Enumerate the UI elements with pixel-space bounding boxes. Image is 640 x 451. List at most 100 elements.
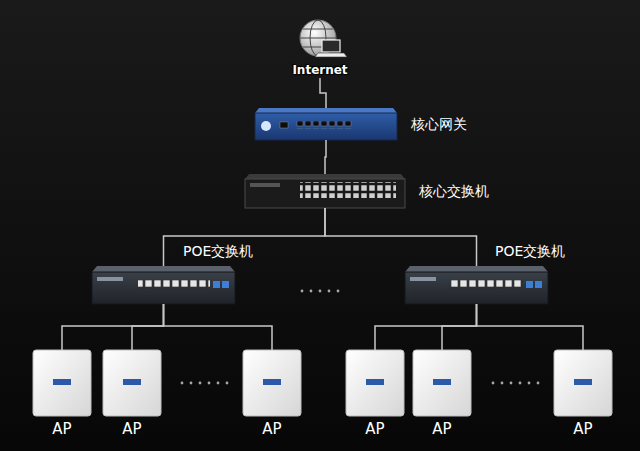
globe-equator — [300, 38, 336, 39]
device-badge — [410, 277, 436, 281]
dot — [181, 382, 184, 385]
port-row — [296, 121, 352, 129]
dot — [501, 382, 504, 385]
dot — [519, 382, 522, 385]
icon-space — [280, 18, 360, 62]
label-holder: AP — [413, 420, 471, 438]
device-front — [255, 113, 397, 140]
laptop-base — [315, 53, 347, 57]
ap-node: AP — [554, 350, 612, 416]
ap-label: AP — [243, 420, 301, 438]
ap-logo — [53, 379, 71, 385]
device-top — [245, 174, 405, 179]
dot — [190, 382, 193, 385]
ap-label: AP — [413, 420, 471, 438]
label-holder: AP — [554, 420, 612, 438]
dot — [537, 382, 540, 385]
ap-body — [554, 350, 612, 416]
dot — [217, 382, 220, 385]
dot — [319, 290, 322, 293]
network-link — [164, 208, 326, 266]
ap-label: AP — [103, 420, 161, 438]
device-label: POE交换机 — [183, 242, 253, 260]
poe-switch-node: POE交换机 — [92, 266, 235, 304]
core-switch-node: 核心交换机 — [245, 174, 405, 208]
ap-logo — [263, 379, 281, 385]
network-link — [62, 304, 164, 350]
network-link — [132, 304, 164, 350]
ap-body — [243, 350, 301, 416]
device-top — [405, 266, 548, 272]
internet-node: Internet — [280, 18, 360, 78]
ap-label: AP — [554, 420, 612, 438]
ap-device — [33, 350, 612, 416]
globe-icon — [300, 20, 347, 57]
label-holder: AP — [243, 420, 301, 438]
cloud-label: Internet — [280, 62, 360, 78]
port — [280, 122, 288, 128]
ap-node: AP — [413, 350, 471, 416]
ap-label: AP — [346, 420, 404, 438]
ap-body — [346, 350, 404, 416]
globe-parallel — [303, 29, 333, 30]
ap-logo — [366, 379, 384, 385]
dot — [199, 382, 202, 385]
label-holder: POE交换机 — [183, 242, 253, 260]
label-holder: 核心交换机 — [419, 182, 489, 200]
device-top — [92, 266, 235, 272]
gateway-device — [255, 108, 397, 140]
device-front — [245, 179, 405, 208]
dot — [310, 290, 313, 293]
device-label: POE交换机 — [495, 242, 565, 260]
label-holder: 核心网关 — [411, 115, 467, 133]
label-holder: POE交换机 — [495, 242, 565, 260]
port — [222, 281, 229, 288]
label-holder: AP — [103, 420, 161, 438]
ap-body — [413, 350, 471, 416]
port-rows — [300, 182, 396, 198]
network-link — [442, 304, 477, 350]
gateway-node: 核心网关 — [255, 108, 397, 140]
device-top — [255, 108, 397, 113]
port — [526, 281, 533, 288]
port-row — [451, 280, 523, 289]
dot — [337, 290, 340, 293]
label-holder: AP — [346, 420, 404, 438]
dot — [301, 290, 304, 293]
ap-body — [33, 350, 91, 416]
ap-node: AP — [33, 350, 91, 416]
ap-node: AP — [243, 350, 301, 416]
network-link — [164, 304, 273, 350]
device-label: 核心网关 — [411, 115, 467, 133]
poe-switch-device — [92, 266, 235, 304]
label-holder: Internet — [280, 62, 360, 78]
ap-logo — [123, 379, 141, 385]
dot — [510, 382, 513, 385]
dot — [492, 382, 495, 385]
network-link — [477, 304, 584, 350]
network-link — [320, 78, 326, 108]
dot — [328, 290, 331, 293]
port — [213, 281, 220, 288]
port — [535, 281, 542, 288]
poe-switch-node: POE交换机 — [405, 266, 548, 304]
ap-body — [103, 350, 161, 416]
ap-node: AP — [346, 350, 404, 416]
device-badge — [250, 183, 280, 187]
ap-logo — [433, 379, 451, 385]
device-front — [92, 272, 235, 304]
device-logo — [261, 121, 271, 131]
dot — [528, 382, 531, 385]
device-front — [405, 272, 548, 304]
device-label: 核心交换机 — [419, 182, 489, 200]
laptop-screen — [322, 40, 340, 52]
network-link — [325, 208, 477, 266]
ellipsis-dots — [181, 290, 540, 385]
poe-switch-device — [405, 266, 548, 304]
ap-node: AP — [103, 350, 161, 416]
network-link — [325, 140, 326, 174]
dot — [226, 382, 229, 385]
ap-label: AP — [33, 420, 91, 438]
